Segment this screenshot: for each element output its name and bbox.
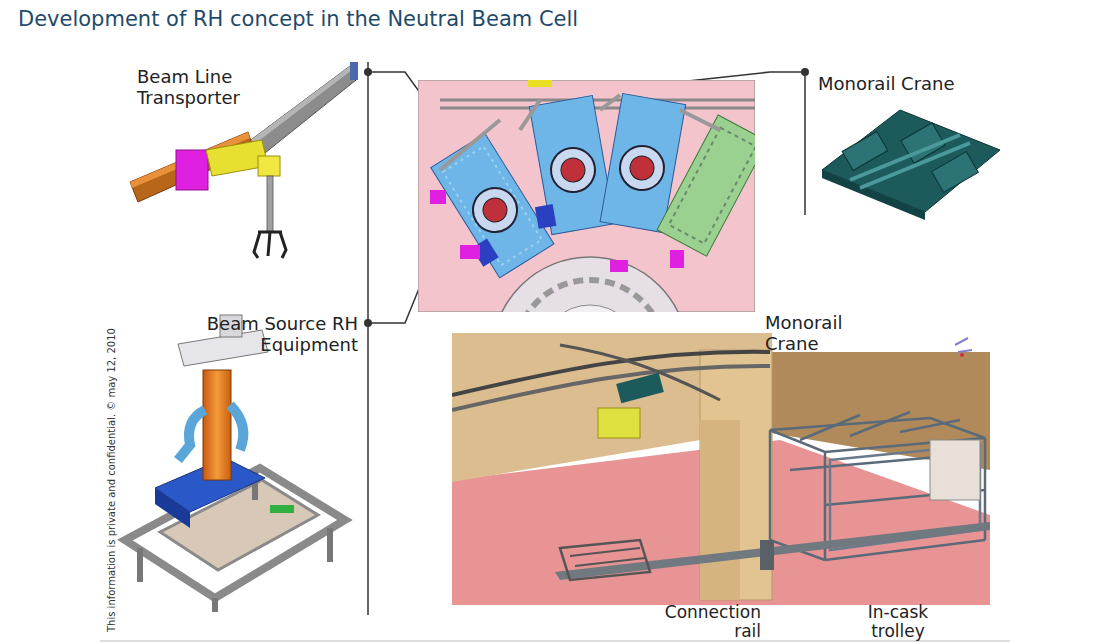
- beam-source-rh-equipment: [125, 315, 345, 612]
- part-label: Connection rail: [636, 603, 761, 641]
- part-label: In-cask trolley: [852, 603, 944, 641]
- cell-plan-view: [418, 80, 755, 312]
- cell-section-view: [452, 333, 990, 605]
- beam-line-transporter: [130, 62, 358, 258]
- part-label: Beam Line Transporter: [137, 66, 259, 108]
- page-title: Development of RH concept in the Neutral…: [18, 6, 578, 32]
- monorail-crane-model: [822, 110, 1000, 220]
- part-label: Monorail Crane: [765, 312, 865, 354]
- leader-lines: [100, 62, 1010, 641]
- orientation-icon: [955, 338, 972, 357]
- part-label: Beam Source RH Equipment: [186, 313, 358, 355]
- part-label: Monorail Crane: [818, 73, 955, 94]
- watermark: This information is private and confiden…: [106, 328, 118, 632]
